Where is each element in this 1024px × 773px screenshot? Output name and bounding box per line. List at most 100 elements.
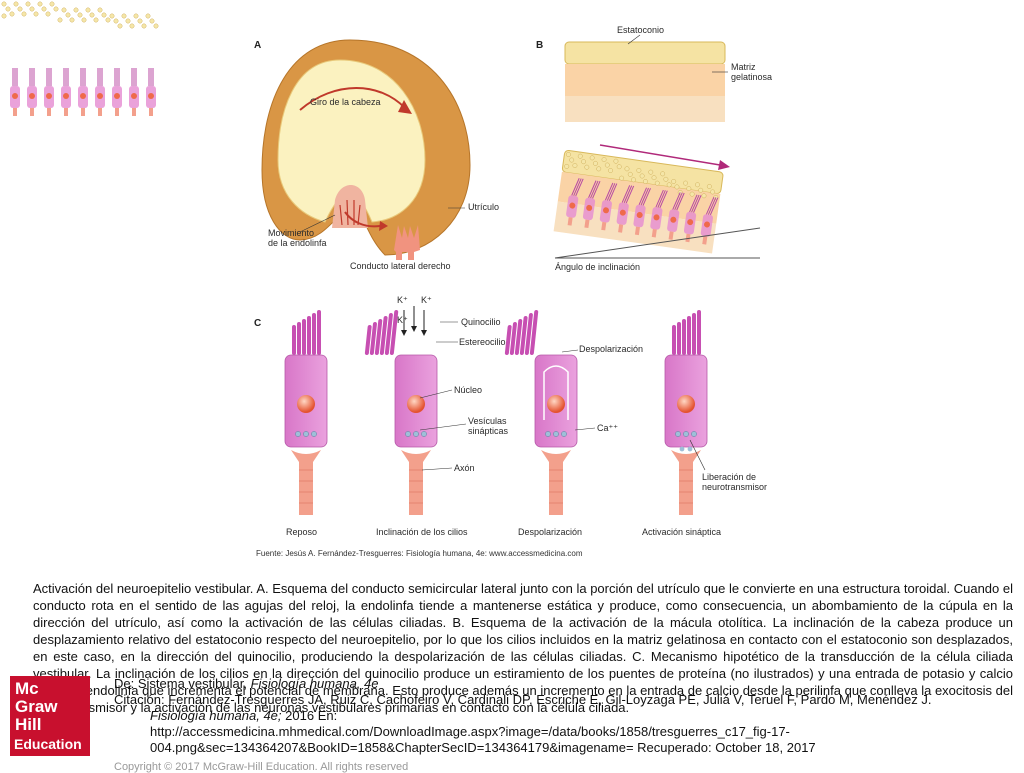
mini-cilium bbox=[659, 190, 668, 208]
mini-nucleus bbox=[636, 212, 643, 219]
nucleus bbox=[547, 395, 565, 413]
stereocilium bbox=[292, 325, 296, 355]
stereocilium bbox=[384, 313, 393, 355]
caption-inclinacion: Inclinación de los cilios bbox=[376, 527, 468, 537]
statoconium bbox=[25, 1, 31, 7]
panel-a-letter: A bbox=[254, 40, 261, 51]
statoconium bbox=[117, 23, 123, 29]
mini-axon bbox=[30, 108, 34, 116]
statoconium bbox=[648, 169, 654, 175]
statoconium bbox=[33, 11, 39, 17]
matriz-label-2: gelatinosa bbox=[731, 72, 772, 82]
mini-cilium bbox=[625, 185, 635, 204]
statoconium bbox=[149, 18, 155, 24]
released-vesicle bbox=[687, 446, 693, 452]
statoconium bbox=[701, 193, 707, 199]
statoconium bbox=[584, 164, 590, 170]
statoconium bbox=[57, 17, 63, 23]
vesicle bbox=[691, 431, 697, 437]
axon bbox=[671, 450, 701, 515]
statoconium bbox=[608, 168, 613, 173]
panel-c: C K⁺ K⁺ K⁺ Quinocilio Estereocilio Despo… bbox=[254, 295, 767, 537]
mini-nucleus bbox=[97, 93, 103, 99]
statoconium bbox=[577, 153, 583, 159]
statoconium bbox=[613, 158, 619, 164]
nucleo-leader bbox=[419, 389, 453, 399]
caption-despolarizacion: Despolarización bbox=[518, 527, 582, 537]
mini-nucleus bbox=[603, 207, 610, 214]
statoconium bbox=[41, 6, 47, 12]
mini-cilium bbox=[707, 197, 717, 215]
mini-cilium bbox=[705, 196, 715, 215]
statoconium bbox=[642, 179, 648, 184]
liberacion-label-1: Liberación de bbox=[702, 472, 756, 482]
stereocilium bbox=[687, 316, 691, 355]
hair-cell bbox=[364, 310, 438, 515]
endolymph-arrowhead bbox=[379, 221, 388, 231]
quinocilio-label: Quinocilio bbox=[461, 317, 501, 327]
statoconium bbox=[153, 23, 159, 29]
angulo-label: Ángulo de inclinación bbox=[555, 262, 640, 272]
estereocilio-label: Estereocilio bbox=[459, 337, 506, 347]
axon bbox=[541, 450, 571, 515]
statoconium bbox=[29, 6, 35, 12]
mini-axon bbox=[685, 233, 691, 243]
k-label-1: K⁺ bbox=[397, 295, 408, 305]
mini-axon bbox=[651, 228, 657, 238]
stereocilium bbox=[514, 319, 523, 355]
stereocilium bbox=[529, 310, 539, 355]
mini-cilium bbox=[590, 180, 599, 199]
mini-nucleus bbox=[46, 93, 52, 99]
mini-axon bbox=[668, 231, 674, 240]
ampulla-icon bbox=[394, 225, 420, 260]
stereocilium bbox=[524, 313, 533, 355]
macula-tilted bbox=[553, 150, 724, 254]
panel-c-letter: C bbox=[254, 318, 261, 329]
vesicle bbox=[405, 431, 411, 437]
k-influx-arrowhead bbox=[421, 330, 427, 336]
panel-b-letter: B bbox=[536, 40, 543, 51]
mini-cilium bbox=[657, 190, 666, 208]
statoconium bbox=[77, 12, 83, 18]
statoconium bbox=[593, 160, 598, 166]
statoconium bbox=[651, 175, 657, 181]
mini-nucleus bbox=[569, 202, 576, 209]
mini-nucleus bbox=[704, 221, 711, 228]
mini-nucleus bbox=[63, 93, 69, 99]
mini-nucleus bbox=[12, 93, 18, 99]
macula-flat bbox=[1, 1, 726, 122]
mini-cilium bbox=[588, 180, 597, 198]
mini-axon bbox=[81, 108, 85, 116]
statoconium bbox=[564, 164, 570, 169]
mini-nucleus bbox=[29, 93, 35, 99]
statoconium bbox=[101, 12, 107, 18]
mini-cilium bbox=[606, 183, 616, 201]
vesicle bbox=[675, 431, 681, 437]
mini-axon bbox=[98, 108, 102, 116]
mini-cilium bbox=[604, 182, 614, 201]
liberacion-label-2: neurotransmisor bbox=[702, 482, 767, 492]
vesicle bbox=[561, 431, 567, 437]
statoconium bbox=[61, 7, 67, 13]
axon-label: Axón bbox=[454, 463, 475, 473]
statoconium bbox=[69, 17, 75, 23]
figure-source: Fuente: Jesús A. Fernández-Tresguerres: … bbox=[256, 549, 583, 558]
citation-block: De: Sistema vestibular, Fisiología human… bbox=[114, 676, 1014, 756]
stereocilium bbox=[379, 316, 388, 355]
statoconium bbox=[695, 182, 700, 188]
vesicle bbox=[545, 431, 551, 437]
liberacion-leader bbox=[689, 439, 706, 471]
stereocilium bbox=[389, 310, 399, 355]
mini-axon bbox=[634, 226, 640, 236]
vesicle bbox=[295, 431, 301, 437]
vesicle bbox=[683, 431, 689, 437]
statoconium bbox=[45, 11, 51, 17]
mini-axon bbox=[584, 219, 590, 229]
movimiento-label-2: de la endolinfa bbox=[268, 238, 327, 248]
stereocilium bbox=[672, 325, 676, 355]
movimiento-leader bbox=[299, 214, 336, 233]
shift-arrowhead bbox=[718, 160, 730, 170]
statoconium bbox=[73, 7, 79, 13]
mini-axon bbox=[567, 217, 573, 226]
estatoconio-leader bbox=[627, 34, 641, 45]
